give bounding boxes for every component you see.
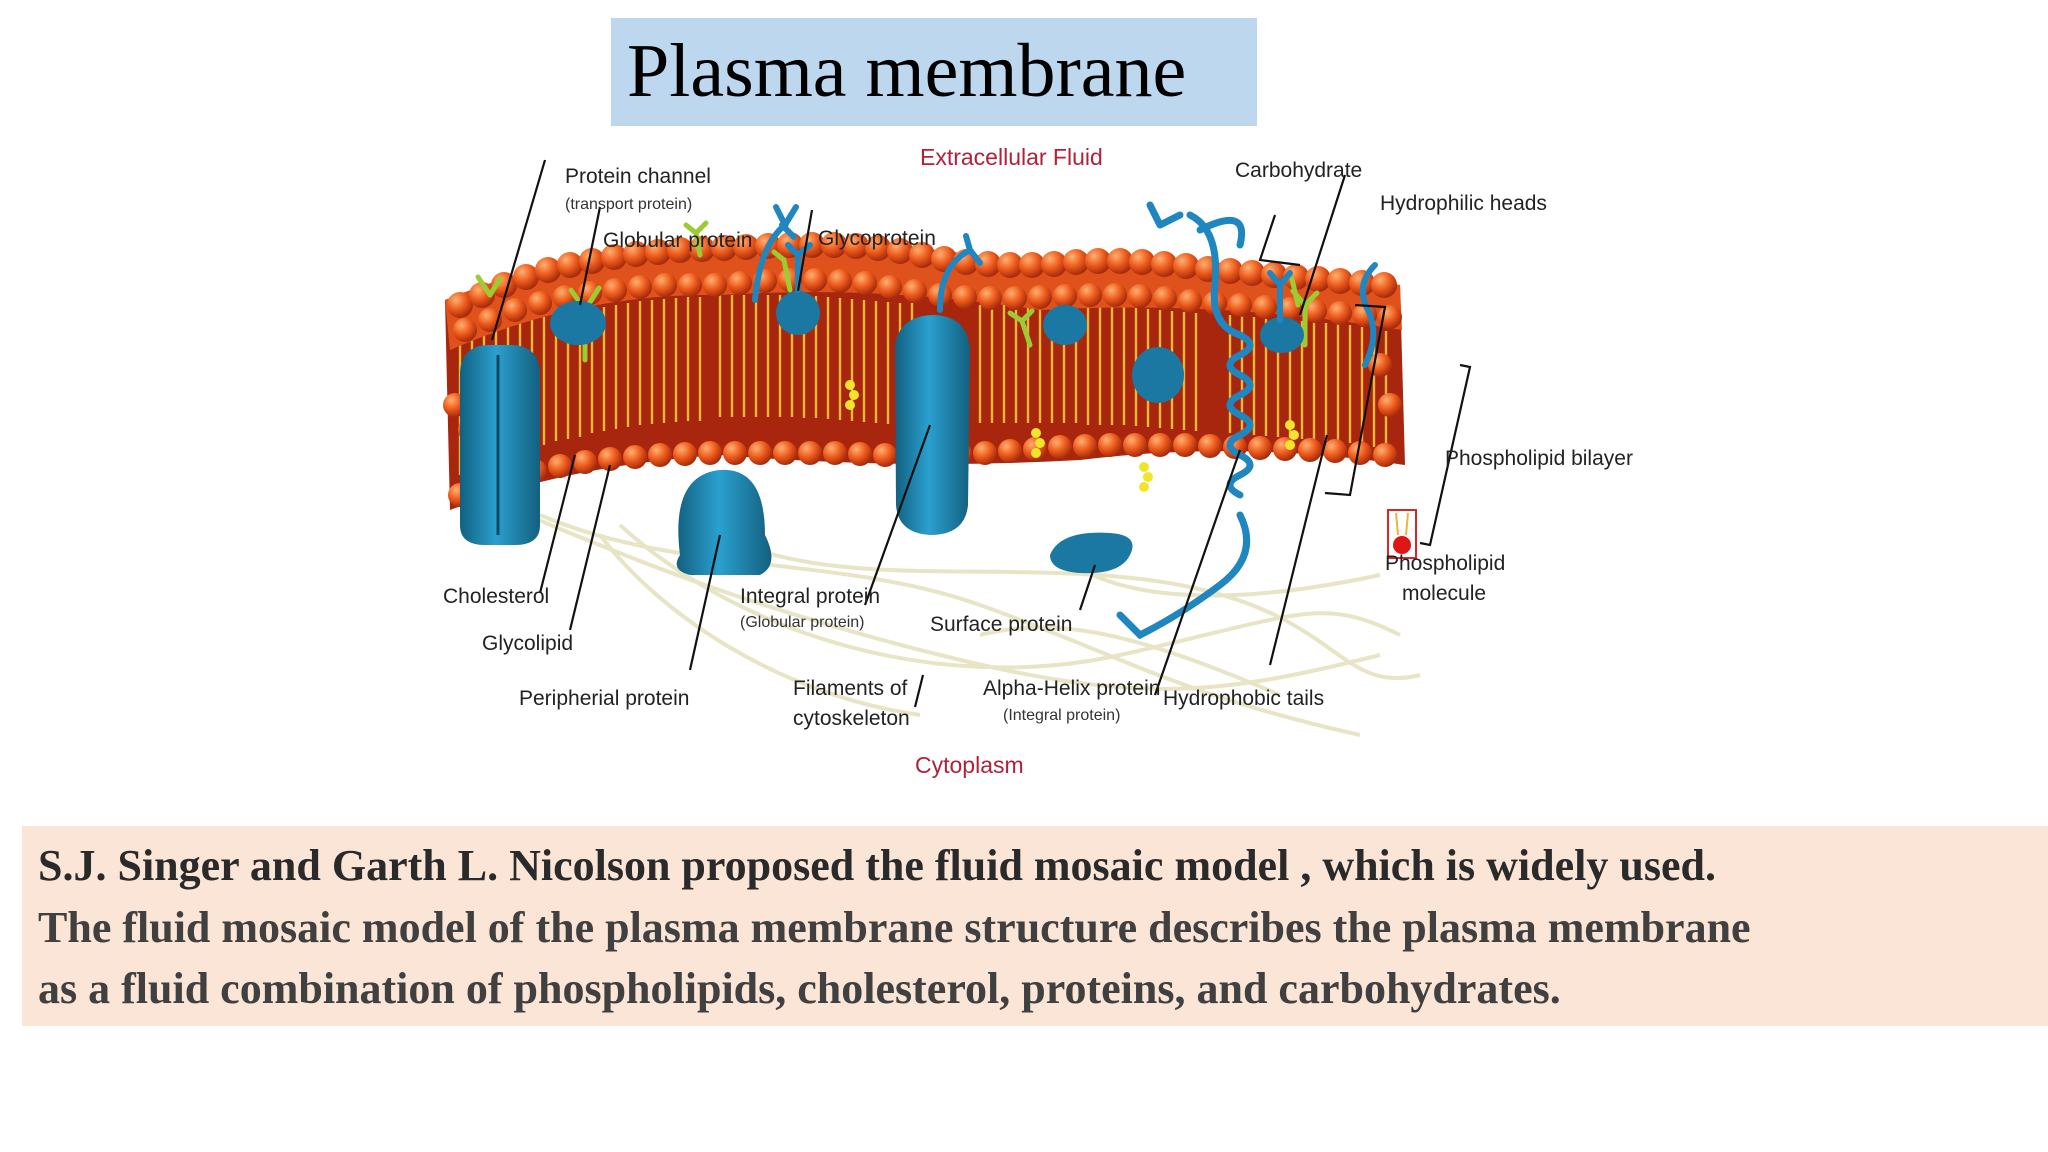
label-phospholipid-molecule-2: molecule <box>1402 582 1486 605</box>
slide-title: Plasma membrane <box>627 29 1187 113</box>
upper-heads <box>445 232 1402 350</box>
label-filaments-2: cytoskeleton <box>793 707 910 730</box>
label-phospholipid-molecule-1: Phospholipid <box>1385 552 1505 575</box>
label-cholesterol: Cholesterol <box>443 585 549 608</box>
cholesterol-molecules <box>522 380 1299 492</box>
description-line-2: The fluid mosaic model of the plasma mem… <box>38 903 1751 952</box>
label-cytoplasm: Cytoplasm <box>915 752 1024 778</box>
phospholipid-molecule-icon <box>1387 509 1417 559</box>
label-alpha-helix: Alpha-Helix protein <box>983 677 1160 700</box>
protein-channel <box>460 345 540 545</box>
leader-lines <box>490 159 1347 708</box>
description-box: S.J. Singer and Garth L. Nicolson propos… <box>22 826 2048 1026</box>
alpha-helix-protein <box>1116 201 1254 640</box>
cytoskeleton-filaments <box>479 493 1421 737</box>
carbohydrate-bracket <box>1258 214 1301 267</box>
globular-proteins <box>550 291 1304 403</box>
label-alpha-helix-sub: (Integral protein) <box>1003 707 1120 724</box>
label-integral-protein: Integral protein <box>740 585 880 608</box>
carbohydrate-chains <box>752 204 1293 323</box>
title-box: Plasma membrane <box>611 18 1257 126</box>
label-globular-protein: Globular protein <box>603 229 752 252</box>
label-filaments-1: Filaments of <box>793 677 908 700</box>
label-peripheral-protein: Peripherial protein <box>519 687 689 710</box>
hydrophilic-head-protein <box>1359 262 1378 368</box>
label-integral-protein-sub: (Globular protein) <box>740 614 865 631</box>
description-line-3: as a fluid combination of phospholipids,… <box>38 964 1561 1013</box>
surface-protein <box>1050 532 1133 574</box>
membrane-diagram: Extracellular Fluid Cytoplasm Protein ch… <box>443 144 1633 778</box>
glycolipids <box>475 220 1320 363</box>
hydrophilic-bracket <box>1324 303 1387 497</box>
label-glycoprotein: Glycoprotein <box>818 227 936 250</box>
integral-protein <box>895 315 970 535</box>
peripheral-protein <box>676 469 772 575</box>
bilayer-bracket <box>1419 363 1472 547</box>
label-protein-channel-sub: (transport protein) <box>565 196 692 213</box>
label-hydrophobic-tails: Hydrophobic tails <box>1163 687 1324 710</box>
label-glycolipid: Glycolipid <box>482 632 573 655</box>
label-carbohydrate: Carbohydrate <box>1235 159 1362 182</box>
label-extracellular-fluid: Extracellular Fluid <box>920 144 1103 170</box>
label-hydrophilic-heads: Hydrophilic heads <box>1380 192 1547 215</box>
label-surface-protein: Surface protein <box>930 613 1072 636</box>
label-phospholipid-bilayer: Phospholipid bilayer <box>1445 447 1633 470</box>
description-line-1: S.J. Singer and Garth L. Nicolson propos… <box>38 841 1716 890</box>
label-protein-channel: Protein channel <box>565 165 711 188</box>
